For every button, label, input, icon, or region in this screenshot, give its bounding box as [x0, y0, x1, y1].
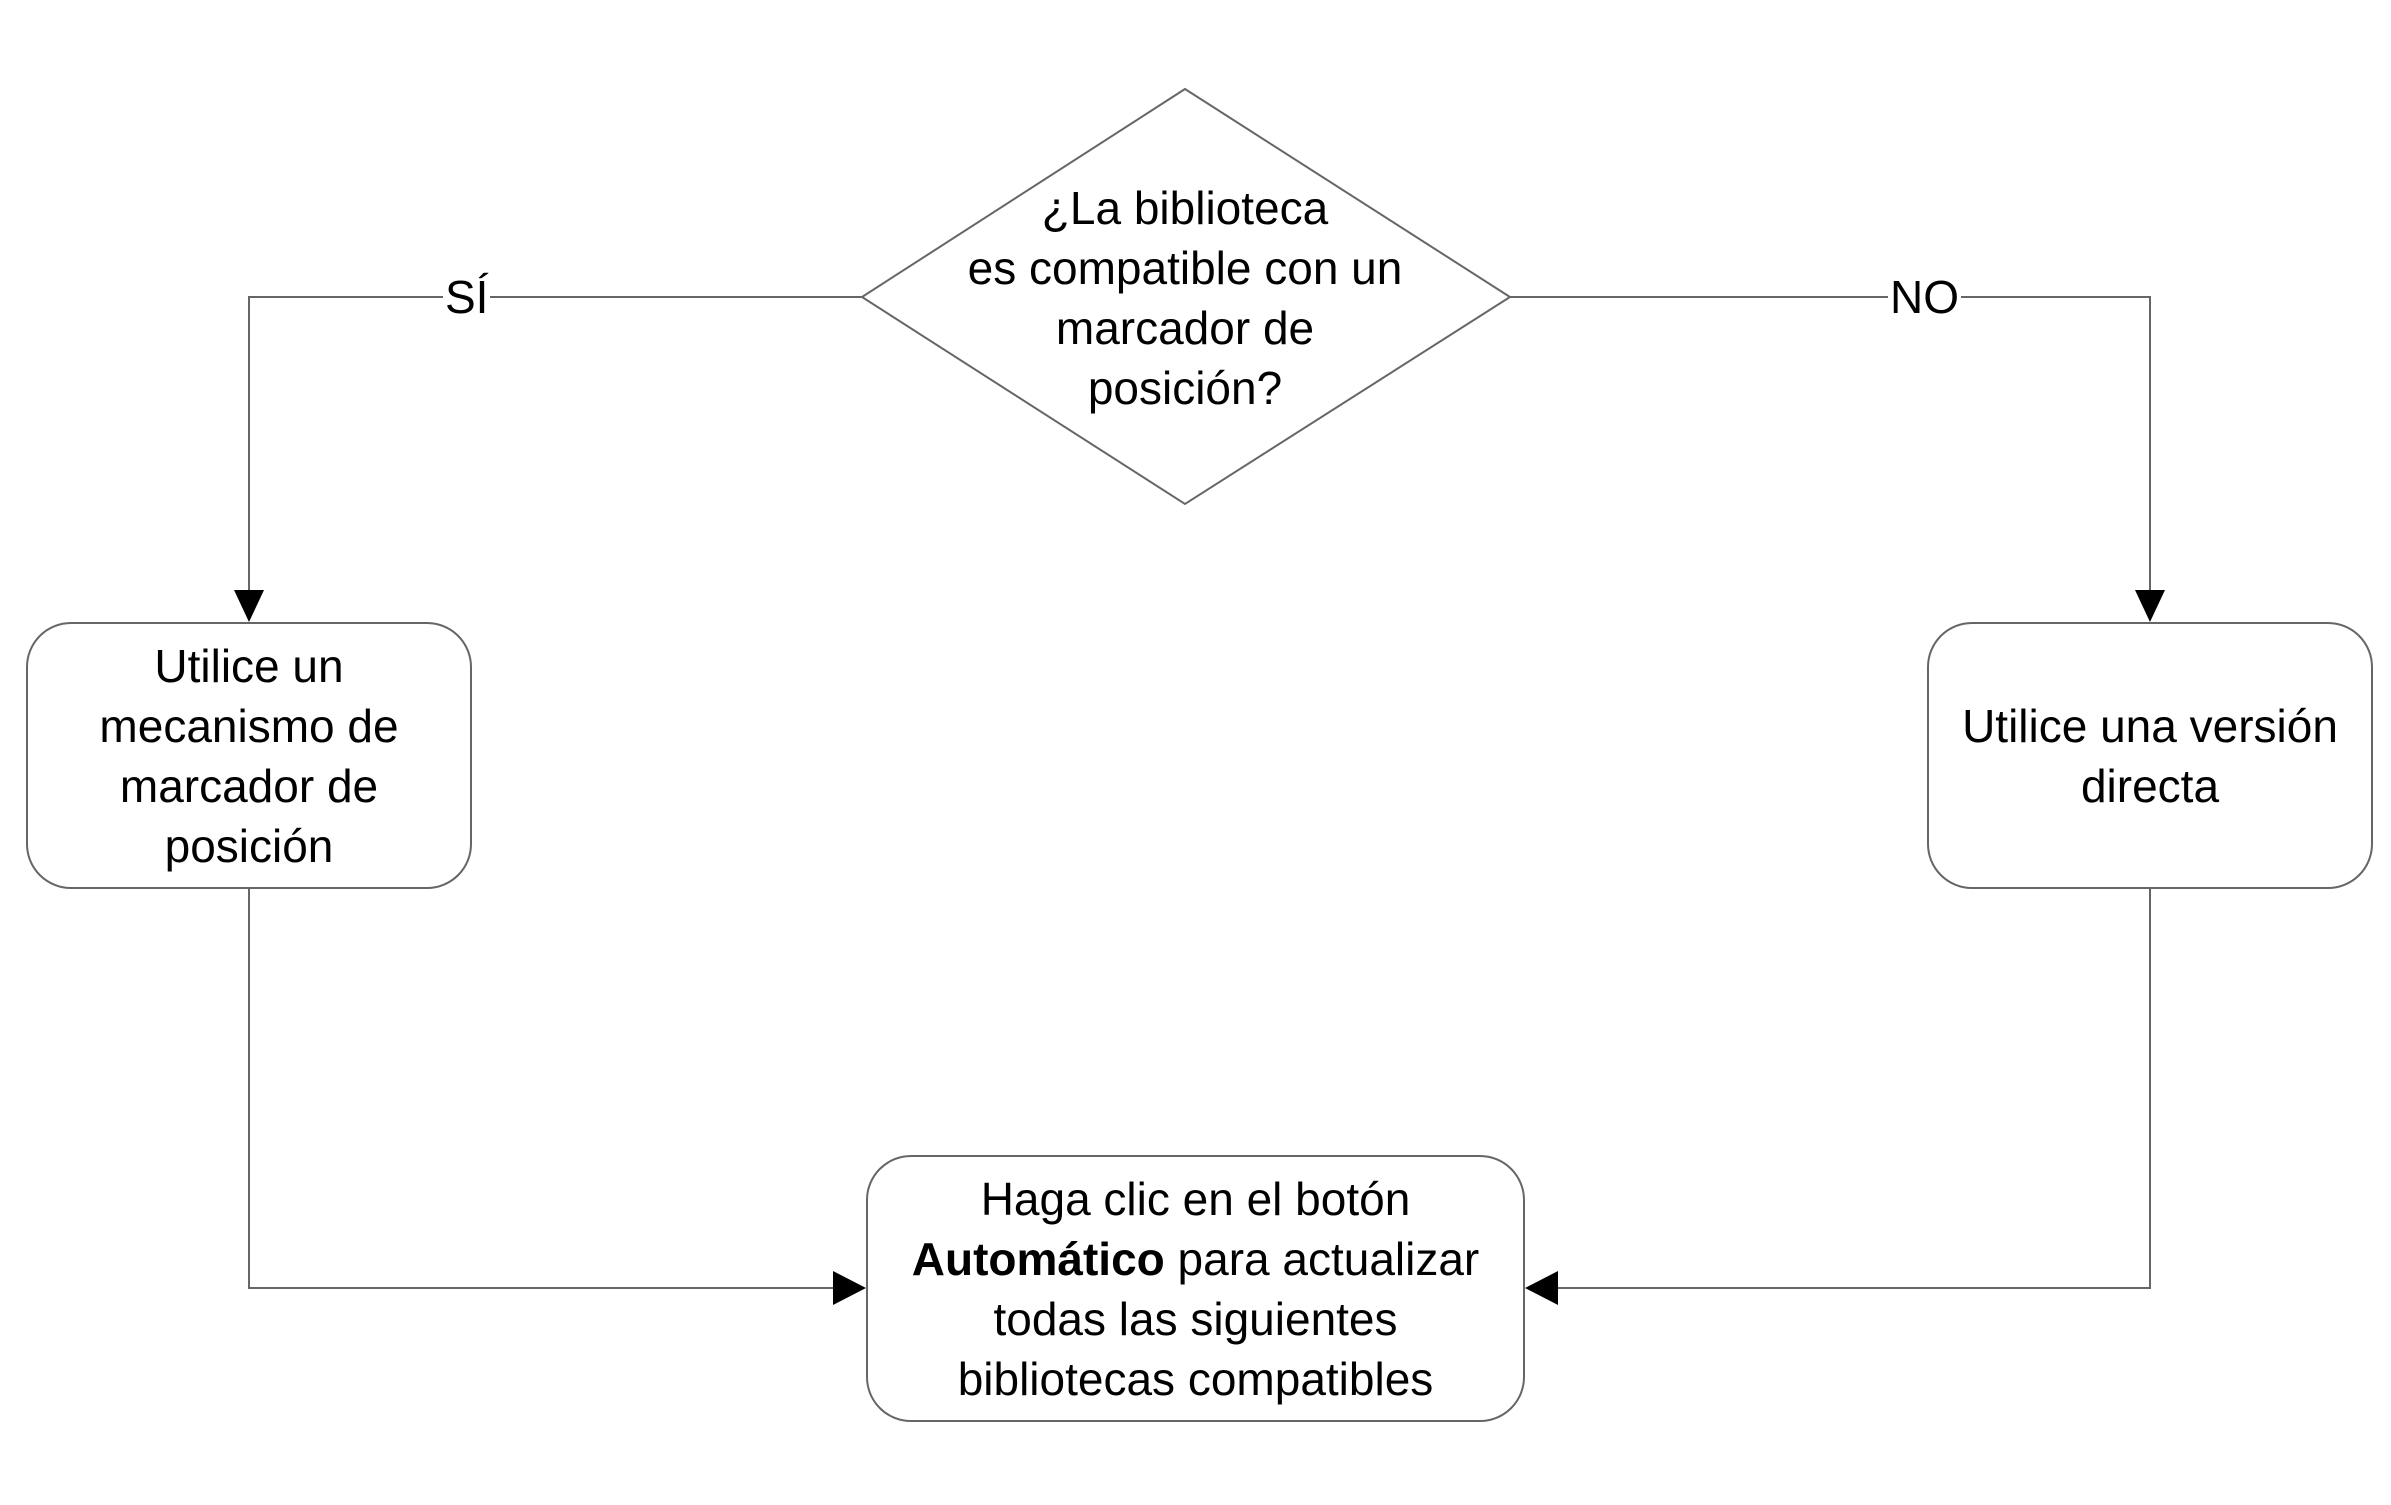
decision-text: ¿La biblioteca es compatible con un marc… — [902, 170, 1468, 425]
right-box-line: Utilice una versión — [1962, 699, 2338, 752]
left-box-text: Utilice un mecanismo de marcador de posi… — [27, 633, 471, 878]
yes-connector — [248, 296, 862, 590]
bottom-box-line: bibliotecas compatibles — [957, 1352, 1434, 1405]
no-connector — [1510, 296, 2151, 590]
decision-line: posición? — [1087, 361, 1283, 414]
right-box-text: Utilice una versión directa — [1928, 633, 2372, 878]
bottom-process-box — [866, 1155, 1525, 1422]
arrowhead-left-box — [234, 590, 264, 622]
arrowhead-right-box — [2135, 590, 2165, 622]
right-to-bottom-connector — [1556, 888, 2151, 1289]
decision-diamond — [860, 87, 1512, 506]
decision-line: ¿La biblioteca — [1041, 181, 1329, 234]
left-box-line: marcador de — [119, 759, 379, 812]
automatic-button-name: Automático — [911, 1232, 1165, 1285]
bottom-box-line: Automático para actualizar — [912, 1229, 1480, 1289]
yes-label: SÍ — [443, 271, 491, 323]
decision-line: marcador de — [1055, 301, 1315, 354]
arrowhead-bottom-from-left — [833, 1271, 866, 1305]
arrowhead-bottom-from-right — [1525, 1271, 1558, 1305]
left-box-line: mecanismo de — [99, 699, 399, 752]
left-box-line: Utilice un — [154, 639, 344, 692]
bottom-box-line: Haga clic en el botón — [980, 1172, 1411, 1225]
decision-line: es compatible con un — [967, 241, 1403, 294]
bottom-box-text: Haga clic en el botón Automático para ac… — [867, 1166, 1524, 1411]
right-box-line: directa — [2080, 759, 2220, 812]
bottom-box-line-rest: para actualizar — [1164, 1232, 1480, 1285]
bottom-box-line: todas las siguientes — [993, 1292, 1398, 1345]
left-box-line: posición — [164, 819, 334, 872]
no-label: NO — [1888, 271, 1961, 323]
left-to-bottom-connector — [248, 888, 835, 1289]
